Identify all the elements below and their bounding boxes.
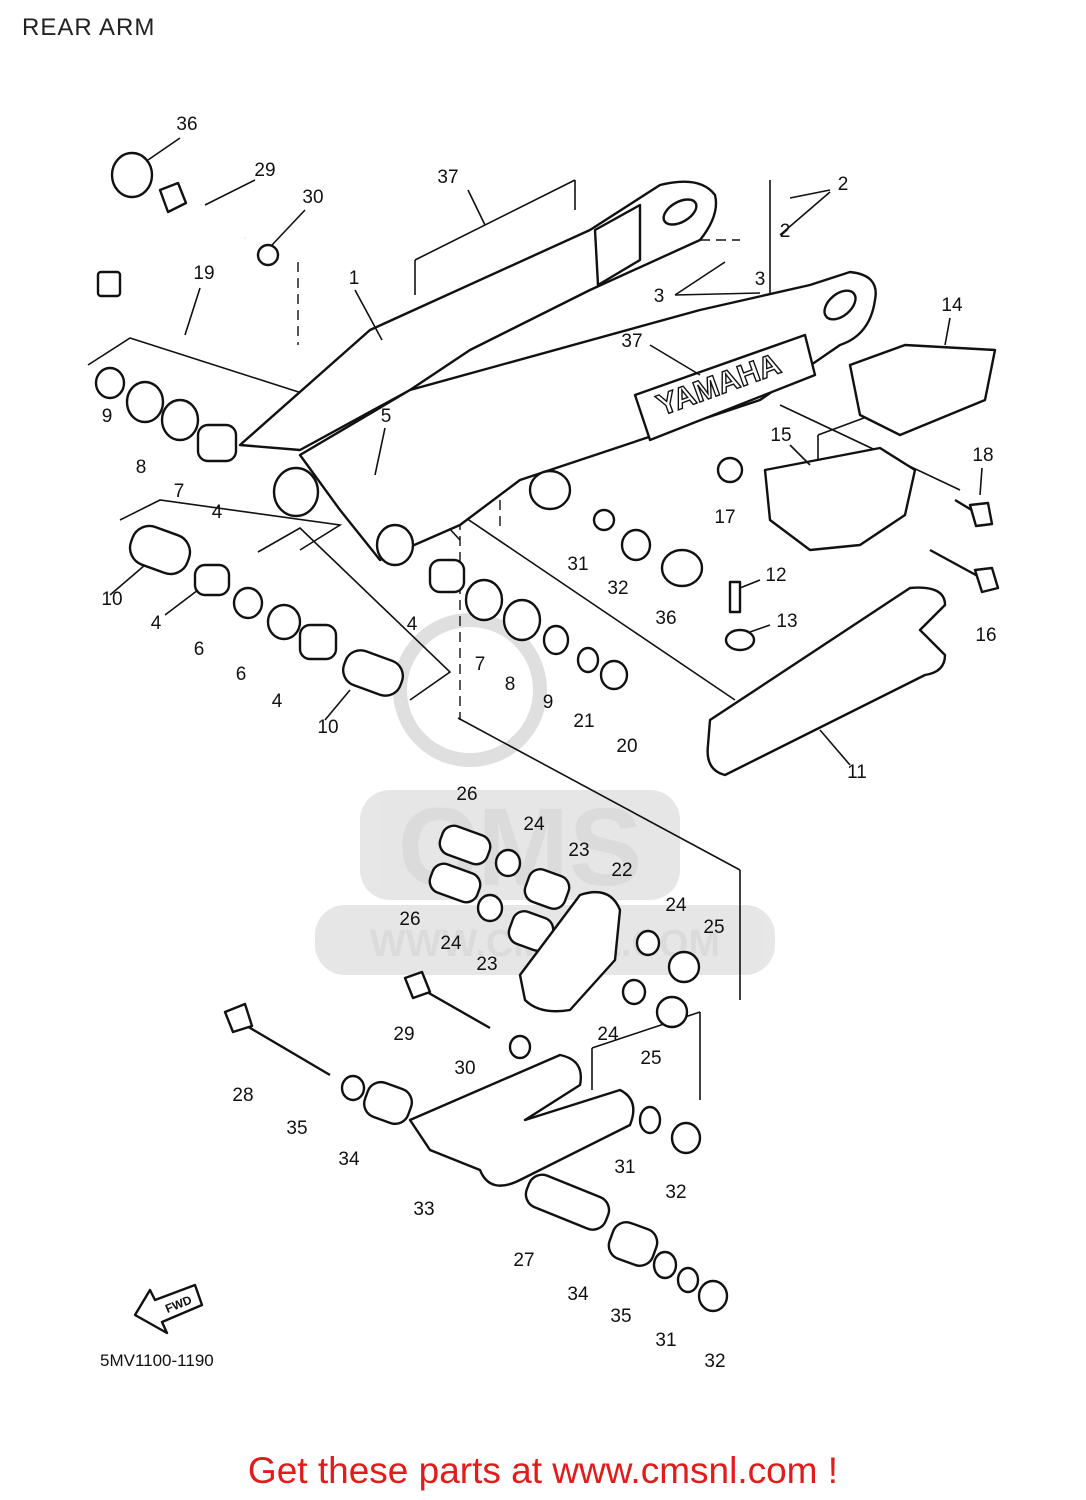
promo-link[interactable]: Get these parts at www.cmsnl.com ! — [247, 1450, 839, 1491]
callout-label: 22 — [611, 860, 632, 881]
callout-label: 6 — [236, 664, 247, 685]
callout-label: 4 — [272, 691, 283, 712]
callout-label: 37 — [437, 167, 458, 188]
callout-label: 37 — [621, 331, 642, 352]
callout-label: 2 — [838, 174, 849, 195]
callout-label: 13 — [776, 611, 797, 632]
callout-label: 4 — [212, 502, 223, 523]
callout-label: 32 — [704, 1351, 725, 1372]
callout-label: 28 — [232, 1085, 253, 1106]
page-title: REAR ARM — [22, 14, 156, 41]
bolt-top — [158, 181, 246, 240]
callout-label: 3 — [654, 286, 665, 307]
callout-label: 18 — [972, 445, 993, 466]
callout-label: 1 — [349, 268, 360, 289]
callout-label: 25 — [703, 917, 724, 938]
callout-label: 8 — [136, 457, 147, 478]
callout-label: 21 — [573, 711, 594, 732]
callout-label: 24 — [440, 933, 462, 954]
relay-arm-assembly — [428, 824, 701, 1029]
callout-label: 26 — [456, 784, 477, 805]
chain-guide — [763, 446, 917, 552]
callout-label: 7 — [475, 654, 486, 675]
callout-label: 31 — [655, 1330, 676, 1351]
pivot-shaft — [96, 270, 292, 383]
chain-guard — [848, 343, 997, 437]
callout-label: 9 — [543, 692, 554, 713]
callout-label: 30 — [302, 187, 323, 208]
callout-label: 34 — [567, 1284, 589, 1305]
callout-label: 12 — [765, 565, 786, 586]
callout-label: 10 — [317, 717, 338, 738]
callout-labels: 1 2 2 3 3 4 4 4 4 5 6 6 7 7 8 8 9 9 10 1… — [101, 114, 996, 1372]
callout-label: 33 — [413, 1199, 434, 1220]
callout-label: 34 — [338, 1149, 360, 1170]
callout-label: 29 — [254, 160, 275, 181]
callout-label: 23 — [568, 840, 589, 861]
callout-label: 24 — [523, 814, 545, 835]
swingarm: YAMAHA — [238, 180, 877, 567]
callout-label: 31 — [567, 554, 588, 575]
callout-label: 30 — [454, 1058, 475, 1079]
callout-label: 11 — [847, 762, 867, 783]
callout-label: 20 — [616, 736, 637, 757]
chain-slider — [706, 586, 947, 777]
callout-label: 36 — [176, 114, 197, 135]
callout-label: 5 — [381, 406, 392, 427]
callout-label: 7 — [174, 481, 185, 502]
callout-label: 35 — [610, 1306, 631, 1327]
callout-label: 10 — [101, 589, 122, 610]
callout-label: 29 — [393, 1024, 414, 1045]
fwd-arrow-icon: FWD — [133, 1283, 204, 1335]
drawing-code: 5MV1100-1190 — [100, 1351, 214, 1370]
callout-label: 8 — [505, 674, 516, 695]
callout-label: 23 — [476, 954, 497, 975]
callout-label: 3 — [755, 269, 766, 290]
guide-bolts — [929, 498, 1000, 594]
callout-label: 24 — [597, 1024, 619, 1045]
callout-label: 35 — [286, 1118, 307, 1139]
callout-label: 24 — [665, 895, 687, 916]
callout-label: 26 — [399, 909, 420, 930]
callout-label: 32 — [607, 578, 628, 599]
callout-label: 15 — [770, 425, 791, 446]
callout-label: 14 — [941, 295, 963, 316]
callout-label: 31 — [614, 1157, 635, 1178]
callout-label: 16 — [975, 625, 996, 646]
callout-leaders — [109, 137, 983, 766]
promo-banner[interactable]: Get these parts at www.cmsnl.com ! — [0, 1450, 1086, 1492]
callout-label: 17 — [714, 507, 735, 528]
callout-label: 27 — [513, 1250, 534, 1271]
callout-label: 36 — [655, 608, 676, 629]
callout-label: 25 — [640, 1048, 661, 1069]
bushings — [94, 151, 756, 697]
callout-label: 4 — [407, 614, 418, 635]
callout-label: 32 — [665, 1182, 686, 1203]
callout-label: 9 — [102, 406, 113, 427]
callout-label: 19 — [193, 263, 214, 284]
callout-label: 4 — [151, 613, 162, 634]
connecting-rod-assembly — [223, 970, 729, 1313]
callout-label: 6 — [194, 639, 205, 660]
